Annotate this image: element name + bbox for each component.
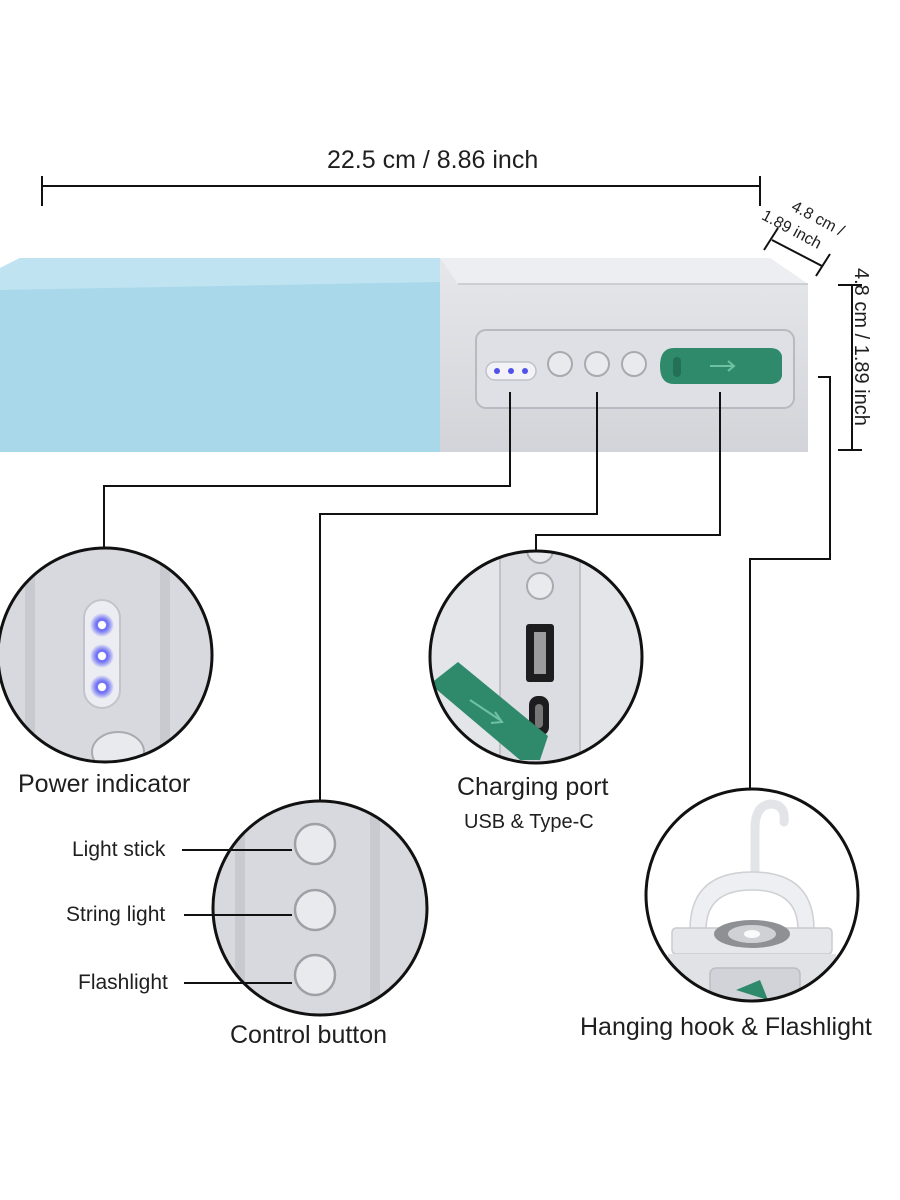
charging-port-sublabel: USB & Type-C — [464, 811, 594, 833]
string-light-label: String light — [66, 903, 166, 926]
light-stick-label: Light stick — [72, 838, 166, 861]
charging-port-label: Charging port — [457, 773, 609, 801]
flashlight-label: Flashlight — [78, 971, 168, 994]
hanging-hook-label: Hanging hook & Flashlight — [580, 1013, 872, 1041]
length-dimension-label: 22.5 cm / 8.86 inch — [327, 146, 539, 174]
power-indicator-zoom — [0, 546, 214, 764]
power-indicator-label: Power indicator — [18, 770, 191, 798]
power-bank-body — [0, 258, 808, 452]
height-dimension-label: 4.8 cm / 1.89 inch — [850, 268, 872, 426]
control-button-label: Control button — [230, 1021, 388, 1049]
length-dimension-line — [41, 176, 761, 206]
control-button-zoom — [211, 799, 429, 1017]
button-pointer-lines — [182, 849, 292, 984]
leader-lines — [103, 376, 831, 800]
hanging-hook-zoom — [644, 787, 860, 1003]
height-dimension-line — [838, 284, 862, 451]
depth-dimension-line — [763, 227, 831, 277]
charging-port-zoom — [428, 549, 644, 765]
